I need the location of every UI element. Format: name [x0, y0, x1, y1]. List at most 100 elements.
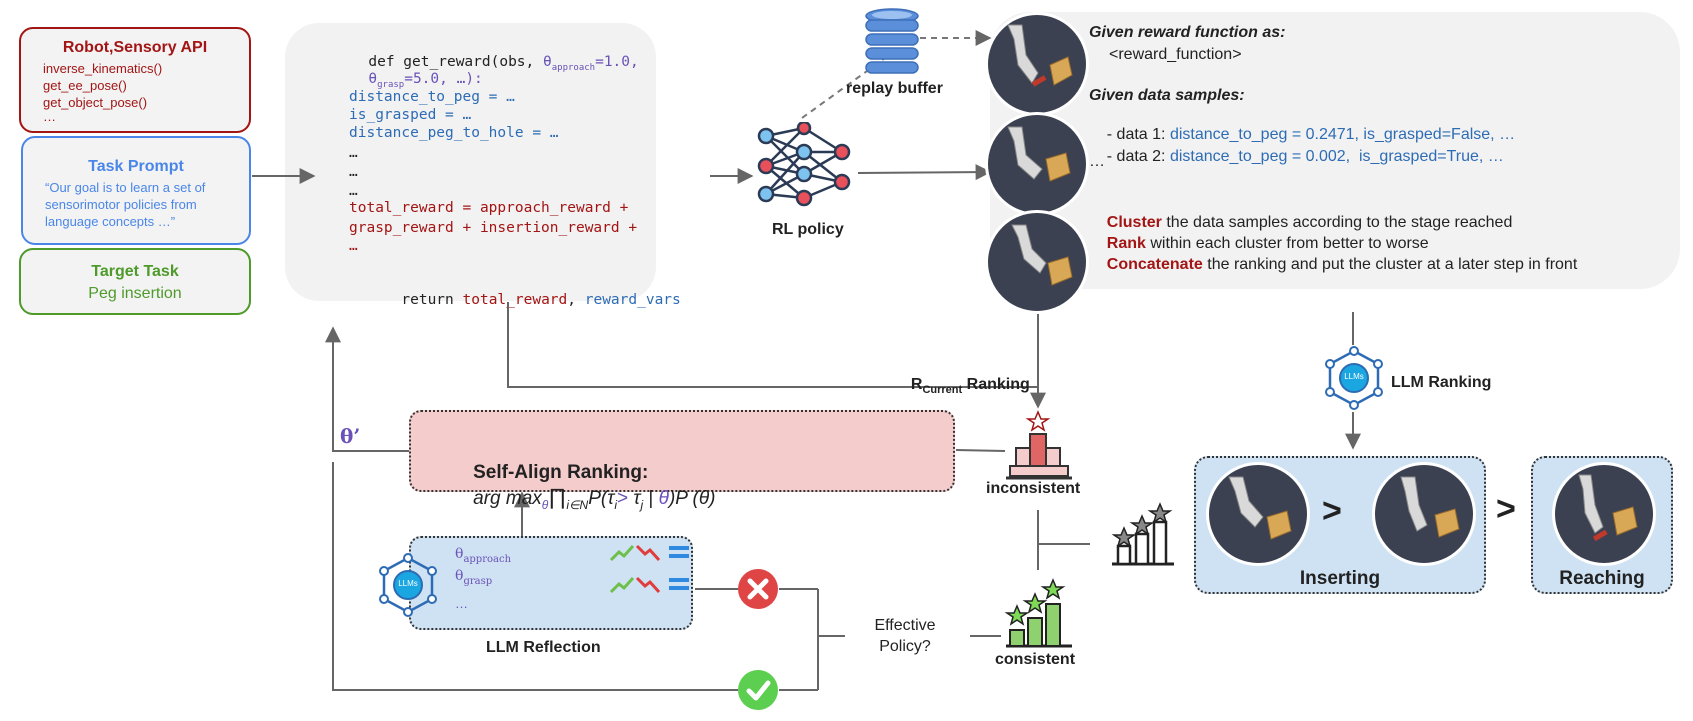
- code-return-total: total_reward: [462, 292, 568, 308]
- formula-i: i: [614, 497, 617, 512]
- formula-theta: θ: [658, 488, 669, 509]
- formula-prior: )P (θ): [668, 488, 716, 509]
- code-line-def: def get_reward(obs, θapproach=1.0,: [316, 37, 639, 94]
- reflection-llm-badge: LLMs: [398, 579, 418, 588]
- ranking-bar-icon: [1111, 502, 1174, 566]
- r-current-sub: Current: [922, 384, 963, 397]
- reward-code-panel: def get_reward(obs, θapproach=1.0, θgras…: [285, 23, 681, 308]
- database-icon: [865, 8, 919, 74]
- formula-prod-sub: i∈N: [566, 497, 589, 512]
- fail-icon: [737, 568, 779, 610]
- robot-api-item: …: [43, 109, 56, 124]
- self-align-ranking-box: Self-Align Ranking: arg maxθ∏i∈NP(τi> τj…: [409, 410, 955, 512]
- llm-reflection-label: LLM Reflection: [486, 639, 601, 656]
- data-sample-1: - data 1: distance_to_peg = 0.2471, is_g…: [1089, 108, 1515, 162]
- llm-ranking-icon: LLMs: [1322, 345, 1386, 411]
- rank-instruction: Rank within each cluster from better to …: [1089, 217, 1429, 271]
- code-eq-approach: =1.0,: [595, 54, 639, 70]
- reaching-label: Reaching: [1559, 568, 1645, 589]
- formula-p: P(τ: [588, 488, 615, 509]
- inserting-robot-1: [1206, 462, 1310, 566]
- code-line-ellipsis: …: [349, 183, 358, 199]
- effective-policy-question: Effective Policy?: [874, 617, 936, 655]
- formula-argmax: arg max: [473, 488, 542, 509]
- robot-arm-icon: [1578, 474, 1638, 542]
- code-line-ellipsis: …: [349, 145, 358, 161]
- rl-policy-network: [752, 120, 858, 212]
- robot-observation-1: [985, 12, 1089, 116]
- concat-keyword: Concatenate: [1106, 256, 1203, 273]
- robot-observation-2: [985, 112, 1089, 216]
- llm-hexagon-icon: [379, 553, 437, 617]
- code-line-hole: distance_peg_to_hole = …: [349, 125, 559, 141]
- formula-given: |: [643, 488, 659, 509]
- inserting-robot-2: [1372, 462, 1476, 566]
- robot-arm-icon: [1400, 476, 1460, 538]
- robot-api-box: Robot,Sensory API inverse_kinematics() g…: [19, 27, 251, 133]
- given-reward-label: Given reward function as:: [1089, 24, 1286, 41]
- inserting-label: Inserting: [1299, 568, 1381, 589]
- code-return-comma: ,: [567, 292, 585, 308]
- code-line-grasped: is_grasped = …: [349, 107, 472, 123]
- cluster-text: the data samples according to the stage …: [1161, 214, 1513, 231]
- task-prompt-title: Task Prompt: [88, 158, 184, 175]
- data2-prefix: - data 2:: [1106, 148, 1170, 165]
- robot-arm-icon: [1007, 24, 1073, 87]
- robot-arm-icon: [1011, 224, 1073, 286]
- code-line-ellipsis: …: [349, 164, 358, 180]
- data2-value: distance_to_peg = 0.002, is_grasped=True…: [1169, 148, 1504, 165]
- code-line-distance: distance_to_peg = …: [349, 89, 515, 105]
- code-sub-grasp: grasp: [377, 79, 405, 90]
- replay-buffer: [862, 6, 922, 76]
- llm-ranking-label: LLM Ranking: [1391, 374, 1492, 391]
- r-current-r: R: [910, 376, 923, 393]
- concat-text: the ranking and put the cluster at a lat…: [1202, 256, 1578, 273]
- code-line-params: θgrasp=5.0, …):: [316, 54, 483, 111]
- replay-buffer-label: replay buffer: [846, 80, 943, 97]
- greater-than-1: >: [1322, 492, 1342, 530]
- rank-text: within each cluster from better to worse: [1145, 235, 1429, 252]
- data1-prefix: - data 1:: [1106, 126, 1170, 143]
- robot-arm-icon: [1228, 476, 1292, 540]
- rl-policy-label: RL policy: [772, 221, 844, 238]
- code-line-total1: total_reward = approach_reward +: [349, 200, 629, 216]
- target-task-title: Target Task: [91, 263, 179, 280]
- r-current-ranking-label: RCurrent Ranking: [902, 358, 1030, 396]
- formula-j: j: [640, 497, 644, 512]
- reflection-llm-icon: LLMs: [376, 552, 440, 618]
- code-line-total3: …: [349, 238, 358, 254]
- reflection-theta: θ: [455, 546, 464, 562]
- reflection-theta-grasp: θgrasp: [455, 568, 492, 587]
- code-theta: θ: [368, 71, 378, 87]
- cluster-instruction: Cluster the data samples according to th…: [1089, 196, 1513, 250]
- data-sample-2: - data 2: distance_to_peg = 0.002, is_gr…: [1089, 130, 1504, 184]
- given-samples-label: Given data samples:: [1089, 87, 1245, 104]
- llm-reflection-box: θapproach θgrasp …: [409, 536, 693, 630]
- rank-keyword: Rank: [1106, 235, 1146, 252]
- reflection-sub-approach: approach: [463, 553, 512, 565]
- ranking-stars-icon: [1108, 498, 1178, 568]
- robot-observation-3: [985, 210, 1089, 314]
- concat-instruction: Concatenate the ranking and put the clus…: [1089, 238, 1577, 292]
- data1-value: distance_to_peg = 0.2471, is_grasped=Fal…: [1169, 126, 1516, 143]
- reaching-cluster: Reaching: [1531, 456, 1673, 594]
- self-align-label: Self-Align Ranking:: [473, 462, 649, 483]
- reflection-ellipsis: …: [455, 596, 468, 611]
- r-current-suffix: Ranking: [962, 376, 1030, 393]
- code-eq-grasp: =5.0, …):: [404, 71, 483, 87]
- cluster-keyword: Cluster: [1106, 214, 1162, 231]
- reflection-theta-approach: θapproach: [455, 546, 511, 565]
- reflection-sub-grasp: grasp: [463, 575, 493, 587]
- code-return-kw: return: [401, 292, 463, 308]
- formula-prod: ∏: [548, 484, 567, 509]
- reward-code: def get_reward(obs, θapproach=1.0, θgras…: [316, 37, 681, 308]
- trend-icons-row-1: [607, 540, 693, 564]
- trend-icon: [609, 576, 689, 594]
- self-align-formula: Self-Align Ranking: arg maxθ∏i∈NP(τi> τj…: [452, 440, 716, 534]
- theta-prime-label: θ’: [340, 424, 361, 448]
- inconsistent-label: inconsistent: [986, 480, 1081, 497]
- llm-prompt-panel: Given reward function as: <reward_functi…: [990, 12, 1680, 289]
- data-ellipsis: …: [1089, 153, 1105, 170]
- reflection-theta: θ: [455, 568, 464, 584]
